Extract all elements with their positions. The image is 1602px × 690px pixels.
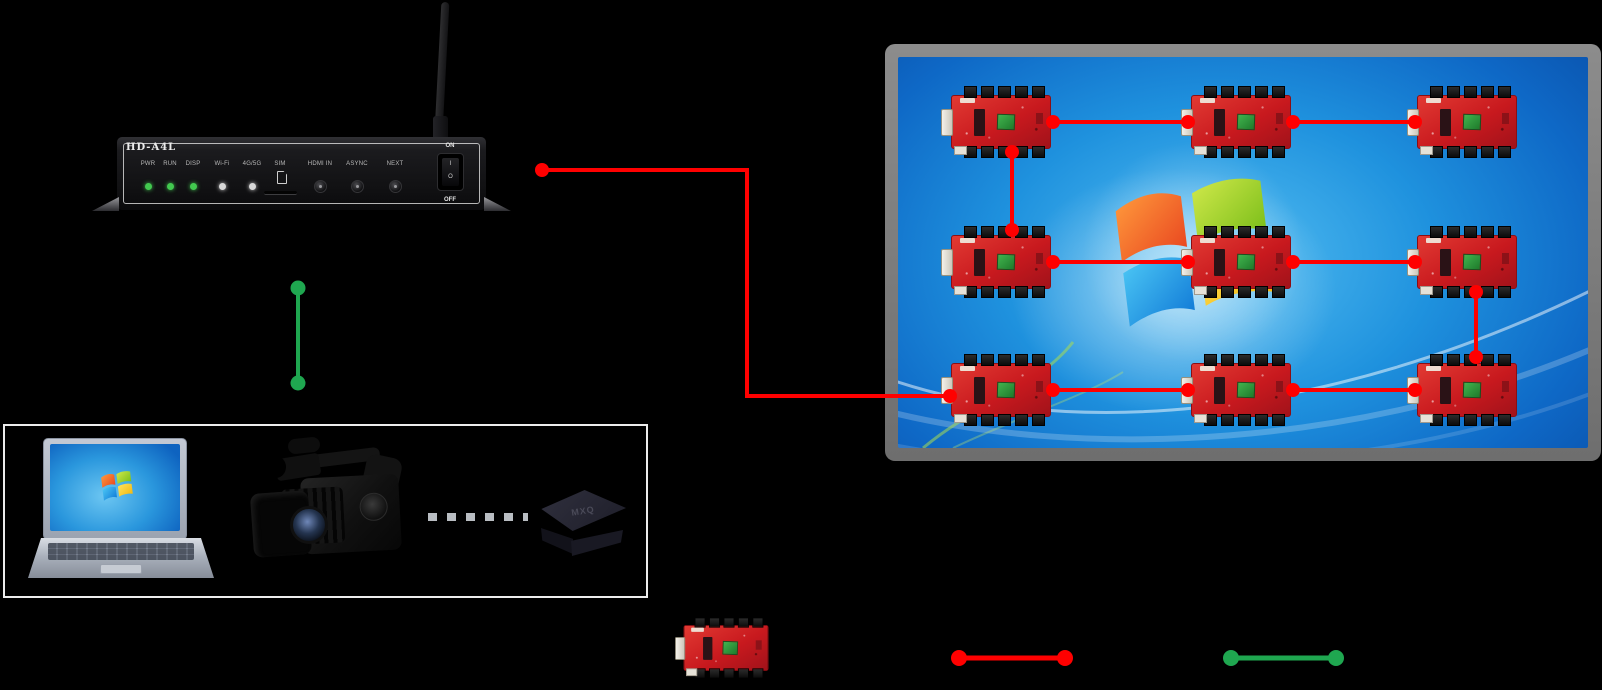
cable-endpoint-dot bbox=[1408, 255, 1422, 269]
laptop-keyboard bbox=[48, 543, 194, 560]
cable-endpoint-dot bbox=[1328, 650, 1344, 666]
power-switch[interactable]: I O bbox=[437, 153, 464, 191]
indicator-label: RUN bbox=[163, 161, 177, 167]
windows-logo-small bbox=[100, 470, 134, 502]
cable-endpoint-dot bbox=[1286, 115, 1300, 129]
cable-endpoint-dot bbox=[1469, 350, 1483, 364]
legend-receiver-card-icon bbox=[675, 617, 769, 679]
laptop-base bbox=[28, 538, 214, 578]
cable-endpoint-dot bbox=[1181, 255, 1195, 269]
power-off-label: OFF bbox=[444, 197, 456, 203]
cable-controller-to-screen bbox=[542, 168, 950, 398]
sim-label: SIM bbox=[274, 161, 286, 167]
status-led bbox=[189, 183, 197, 190]
cable-endpoint-dot bbox=[1469, 285, 1483, 299]
cable-endpoint-dot bbox=[951, 650, 967, 666]
cable-endpoint-dot bbox=[1046, 383, 1060, 397]
cable-endpoint-dot bbox=[1046, 115, 1060, 129]
controller-panel-outline bbox=[123, 143, 480, 204]
indicator-label: PWR bbox=[140, 161, 156, 167]
cable-endpoint-dot bbox=[1286, 255, 1300, 269]
indicator-label: Wi-Fi bbox=[214, 161, 230, 167]
power-on-label: ON bbox=[445, 143, 455, 149]
controller-body bbox=[117, 137, 486, 210]
status-led bbox=[144, 183, 152, 190]
tv-box-side bbox=[571, 530, 623, 556]
video-camera bbox=[249, 430, 412, 572]
rocker-off-mark: O bbox=[448, 174, 453, 180]
laptop-screen bbox=[43, 438, 187, 540]
laptop bbox=[28, 438, 214, 578]
cable-endpoint-dot bbox=[1408, 383, 1422, 397]
power-rocker[interactable]: I O bbox=[442, 158, 459, 186]
cable-endpoint-dot bbox=[1181, 383, 1195, 397]
tv-box: MXQ bbox=[530, 486, 630, 560]
laptop-display bbox=[50, 444, 180, 531]
controller-model-label: HD-A4L bbox=[126, 142, 177, 153]
receiver-card bbox=[941, 226, 1051, 298]
status-led bbox=[218, 183, 226, 190]
wifi-antenna-base bbox=[433, 116, 448, 142]
cable-endpoint-dot bbox=[1408, 115, 1422, 129]
cable-endpoint-dot bbox=[1286, 383, 1300, 397]
receiver-card bbox=[1407, 226, 1517, 298]
cable-endpoint-dot bbox=[290, 280, 306, 296]
tv-box-front bbox=[541, 528, 573, 554]
camera-eyecup bbox=[266, 456, 286, 478]
camera-lens-glass bbox=[290, 506, 328, 544]
receiver-card bbox=[941, 86, 1051, 158]
cable-endpoint-dot bbox=[1005, 145, 1019, 159]
cable-endpoint-dot bbox=[1181, 115, 1195, 129]
laptop-touchpad bbox=[100, 564, 142, 574]
cable-endpoint-dot bbox=[1057, 650, 1073, 666]
status-led bbox=[248, 183, 256, 190]
cable-endpoint-dot bbox=[943, 389, 957, 403]
cable-endpoint-dot bbox=[1046, 255, 1060, 269]
source-devices-box bbox=[3, 424, 648, 598]
button-label: HDMI IN bbox=[307, 161, 333, 167]
hdmi-in-button[interactable] bbox=[313, 180, 327, 193]
sim-card-icon bbox=[277, 171, 287, 184]
sim-slot[interactable] bbox=[264, 191, 297, 195]
cable-endpoint-dot bbox=[290, 375, 306, 391]
cable-endpoint-dot bbox=[535, 163, 549, 177]
receiver-card bbox=[1181, 354, 1291, 426]
receiver-card bbox=[1181, 86, 1291, 158]
cable-endpoint-dot bbox=[1223, 650, 1239, 666]
button-label: NEXT bbox=[386, 161, 404, 167]
status-led bbox=[166, 183, 174, 190]
receiver-card bbox=[1407, 86, 1517, 158]
button-label: ASYNC bbox=[346, 161, 368, 167]
indicator-label: DISP bbox=[185, 161, 201, 167]
next-button[interactable] bbox=[388, 180, 402, 193]
indicator-label: 4G/5G bbox=[242, 161, 262, 167]
async-button[interactable] bbox=[350, 180, 364, 193]
cable-endpoint-dot bbox=[1005, 223, 1019, 237]
rocker-on-mark: I bbox=[449, 161, 452, 167]
camera-microphone bbox=[287, 436, 321, 455]
